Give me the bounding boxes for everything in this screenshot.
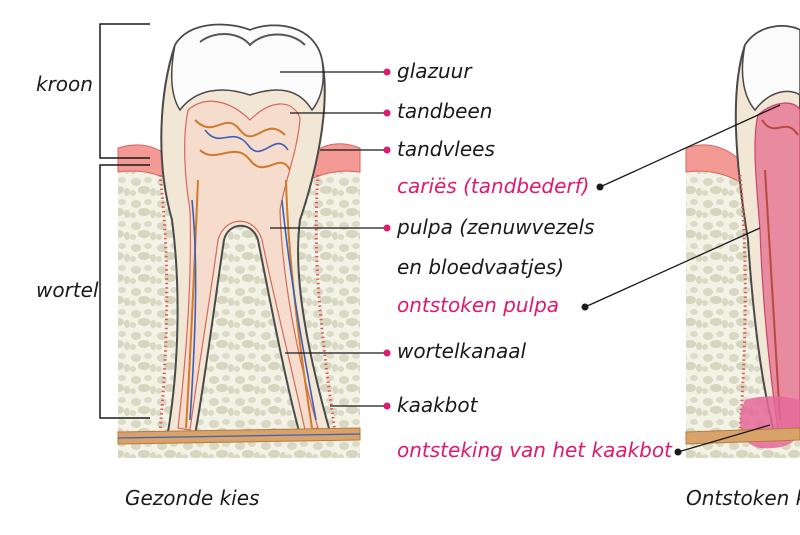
dot-dentin [383,109,391,117]
caption-healthy: Gezonde kies [125,486,260,510]
dot-gum [383,146,391,154]
dot-enamel [383,68,391,76]
crown-bracket [99,23,150,159]
dot-root-canal [383,349,391,357]
leader-lines [270,71,386,407]
disease-leader-lines [584,104,781,453]
label-root: wortel [36,278,99,302]
label-root-canal: wortelkanaal [397,339,527,363]
label-dentin: tandbeen [397,99,493,123]
label-crown: kroon [36,72,93,96]
label-caries: cariës (tandbederf) [397,174,590,198]
dot-jaw-inflammation [674,448,682,456]
label-pulp-1: pulpa (zenuwvezels [397,215,595,239]
dot-inflamed-pulp [581,303,589,311]
label-inflamed-pulp: ontstoken pulpa [397,293,560,317]
label-jawbone: kaakbot [397,393,478,417]
dot-jawbone [383,402,391,410]
enamel [170,23,324,112]
label-enamel: glazuur [397,59,472,83]
healthy-tooth [117,23,361,458]
label-gum: tandvlees [397,137,495,161]
dot-pulp [383,224,391,232]
inflamed-tooth [685,25,800,458]
label-pulp-2: en bloedvaatjes) [397,255,565,279]
pulp [177,100,319,431]
caption-inflamed: Ontstoken k [686,486,800,510]
label-jaw-inflammation: ontsteking van het kaakbot [397,438,672,462]
dot-caries [596,183,604,191]
root-bracket [99,164,150,419]
